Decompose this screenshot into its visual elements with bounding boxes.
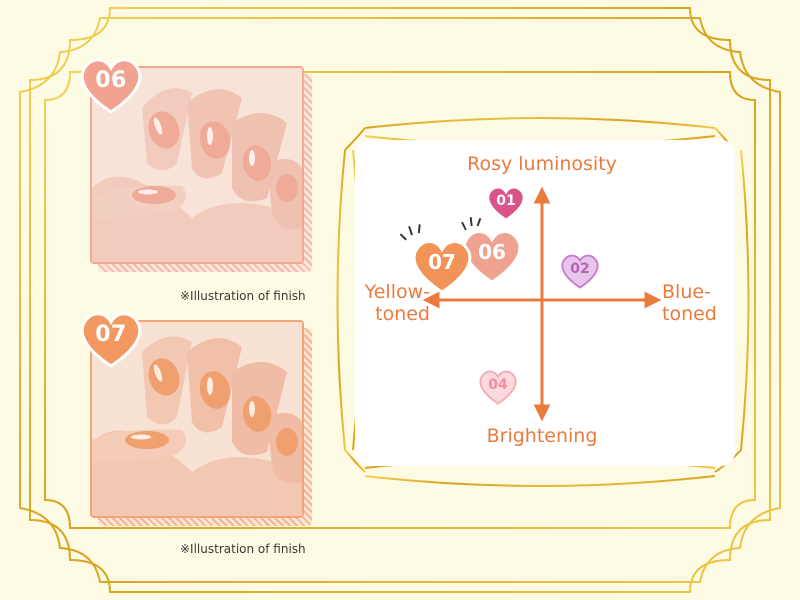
marker-number: 06 — [478, 240, 506, 264]
badge-number: 07 — [95, 322, 127, 347]
marker-number: 01 — [496, 193, 516, 209]
photo-panel-07: 07 — [80, 312, 312, 526]
marker-number: 02 — [570, 261, 590, 277]
caption-illustration-of-finish: ※Illustration of finish — [180, 542, 306, 556]
marker-heart-01: 01 — [484, 184, 528, 222]
badge-heart-07: 07 — [76, 308, 146, 370]
axis-label-left-line2: toned — [375, 303, 430, 325]
axis-label-left-line1: Yellow- — [364, 281, 430, 303]
marker-heart-07: 07 — [399, 224, 476, 296]
marker-heart-02: 02 — [558, 252, 602, 290]
marker-heart-04: 04 — [476, 368, 520, 406]
marker-number: 07 — [428, 250, 456, 274]
axis-label-right-line2: toned — [662, 303, 717, 325]
nail-finish-photo-06 — [90, 66, 304, 264]
sparkle-lines-icon — [399, 224, 421, 241]
axis-label-right-line1: Blue- — [662, 281, 711, 303]
photo-panel-06: 06 — [80, 58, 312, 272]
badge-number: 06 — [95, 68, 127, 93]
caption-illustration-of-finish: ※Illustration of finish — [180, 289, 306, 303]
axis-label-top: Rosy luminosity — [467, 153, 617, 175]
axis-label-bottom: Brightening — [486, 425, 598, 447]
nail-finish-photo-07 — [90, 320, 304, 518]
axis-label-right: Blue- toned — [662, 281, 742, 325]
badge-heart-06: 06 — [76, 54, 146, 116]
sparkle-lines-icon — [461, 217, 482, 231]
marker-number: 04 — [488, 377, 508, 393]
axis-label-left: Yellow- toned — [340, 281, 430, 325]
